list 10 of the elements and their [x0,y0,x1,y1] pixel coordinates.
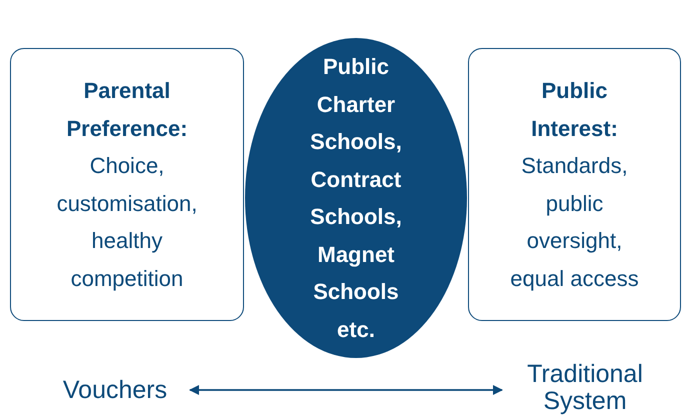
ellipse-text: Public Charter Schools, Contract Schools, Magnet Schools etc. [309,53,403,344]
box-text: Standards, public oversight, equal access [509,152,640,293]
box-heading: Parental Preference: [65,77,189,142]
box-text: Choice, customisation, healthy competition [56,152,198,293]
axis-label: Vouchers [55,377,175,404]
text-box [10,48,244,321]
box-heading: Public Interest: [530,77,619,142]
double-arrow [189,385,503,395]
axis-label: Traditional System [510,361,660,415]
text-box [468,48,681,321]
